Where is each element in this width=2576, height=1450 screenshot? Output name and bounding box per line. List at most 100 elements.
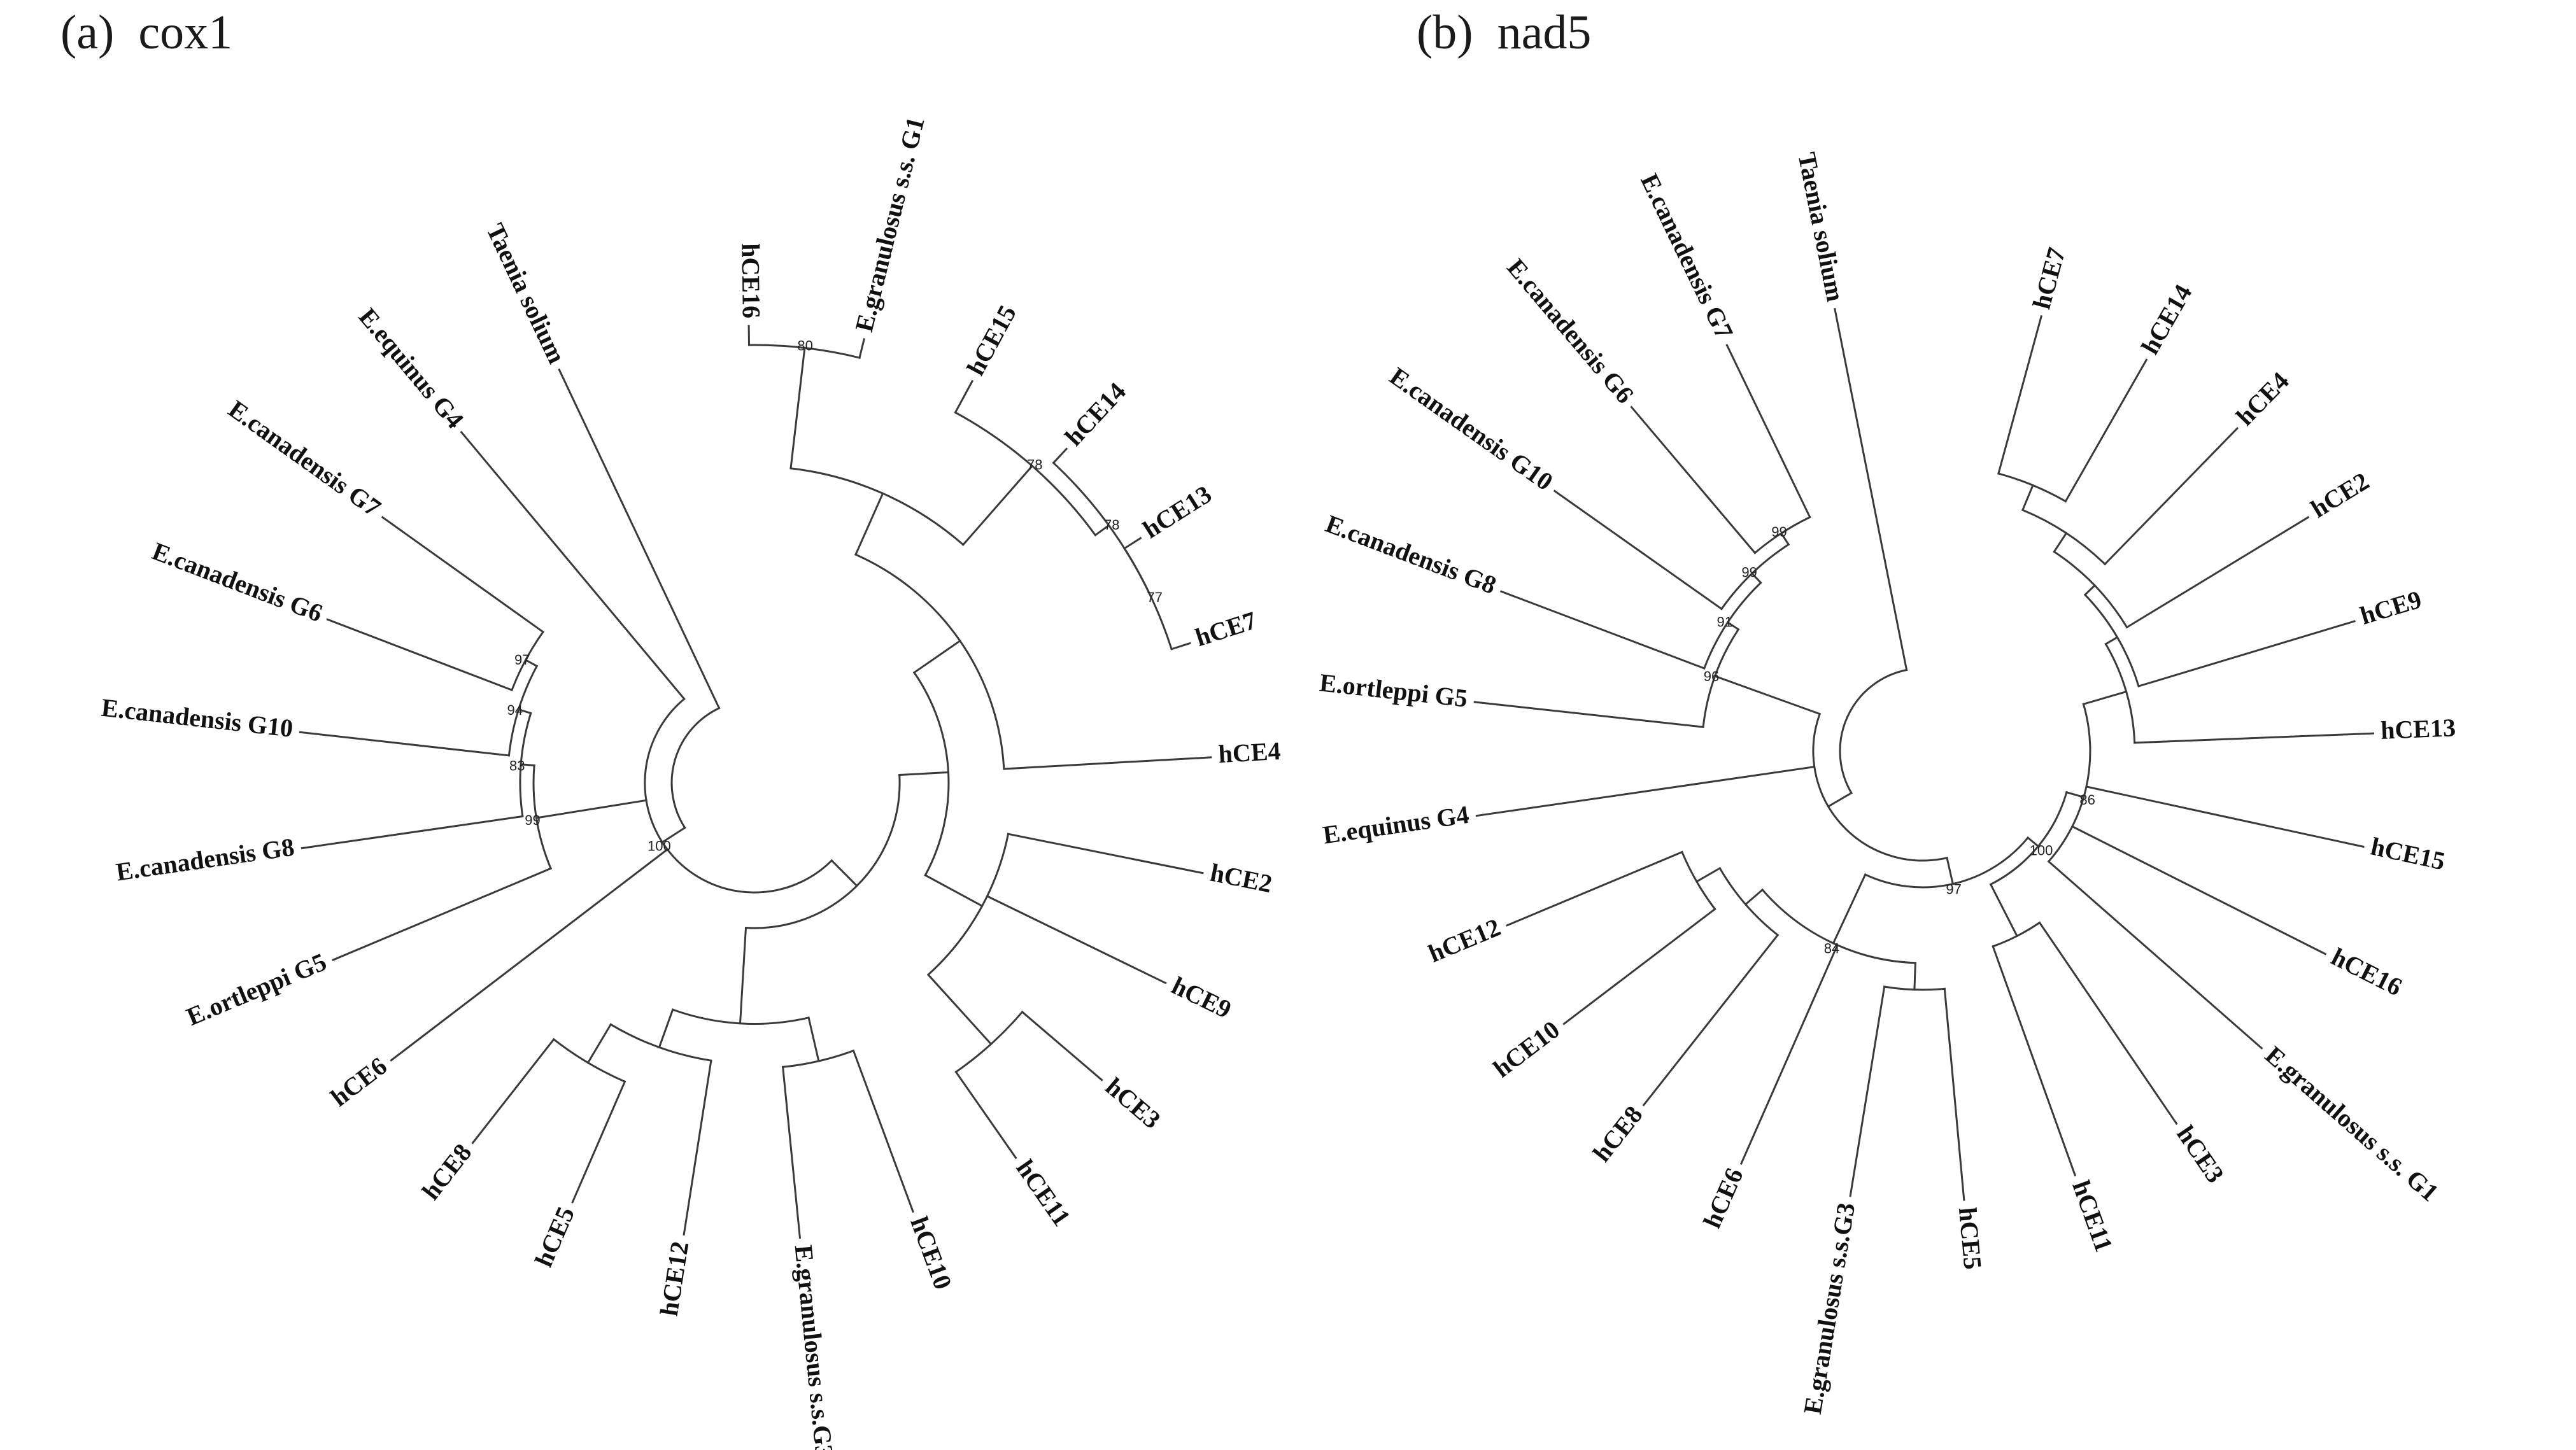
tree-branch-arc: [781, 1049, 855, 1068]
tree-branch: [926, 973, 993, 1046]
tree-branch: [381, 516, 545, 633]
bootstrap-value: 78: [1104, 517, 1119, 533]
leaf-label: E.canadensis G8: [114, 833, 296, 887]
tree-branch: [1744, 888, 1764, 906]
tree-branch: [1943, 987, 1965, 1201]
tree-branch: [2021, 484, 2034, 512]
leaf-label: hCE10: [905, 1213, 958, 1293]
leaf-label: E.equinus G4: [353, 302, 470, 433]
leaf-label: E.canadensis G7: [223, 395, 386, 523]
tree-branch: [471, 1038, 555, 1144]
tree-branch-arc: [519, 712, 532, 818]
leaf-label: hCE10: [1488, 1015, 1565, 1083]
tree-branch-arc: [671, 1008, 810, 1025]
tree-branch-arc: [954, 1010, 1024, 1074]
tree-branch-arc: [1992, 921, 2041, 948]
leaf-label: E.canadensis G6: [148, 537, 327, 628]
tree-branch: [571, 1080, 626, 1204]
tree-branch: [2038, 921, 2178, 1125]
leaf-label: E.canadensis G10: [1385, 362, 1559, 496]
leaf-label: E.ortleppi G5: [1318, 668, 1469, 713]
tree-branch: [1630, 405, 1757, 554]
tree-branch: [2070, 825, 2327, 955]
tree-branch: [586, 1023, 612, 1064]
bootstrap-value: 94: [507, 702, 523, 718]
tree-branch-arc: [1989, 791, 2068, 886]
tree-branch: [2082, 690, 2128, 706]
tree-branch: [1827, 791, 1853, 808]
tree-branch: [986, 894, 1167, 985]
tree-branch: [1834, 307, 1908, 672]
bootstrap-value: 86: [2079, 792, 2095, 808]
tree-branch-arc: [912, 671, 950, 877]
tree-branch: [954, 379, 974, 414]
tree-nad5: 86100849799999196hCE7hCE14hCE4hCE2hCE9hC…: [1318, 150, 2456, 1416]
tree-branch: [954, 1071, 1017, 1160]
tree-branch: [789, 346, 806, 470]
bootstrap-value: 100: [648, 838, 671, 854]
tree-branch-arc: [1123, 547, 1173, 651]
tree-branch-arc: [1680, 850, 1716, 911]
bootstrap-value: 91: [1716, 614, 1732, 630]
leaf-label: hCE11: [1010, 1155, 1076, 1232]
tree-branch: [535, 799, 648, 819]
bootstrap-value: 80: [797, 338, 812, 354]
tree-branch-arc: [1753, 516, 1811, 554]
tree-branch: [830, 859, 858, 887]
leaf-label: hCE2: [2306, 467, 2374, 523]
tree-branch-arc: [2021, 509, 2107, 566]
bootstrap-value: 77: [1147, 589, 1162, 605]
tree-branch-arc: [2083, 593, 2140, 687]
leaf-label: hCE9: [2357, 585, 2425, 630]
tree-branch-arc: [1720, 543, 1790, 610]
bootstrap-value: 100: [2030, 842, 2053, 858]
leaf-label: hCE6: [1697, 1164, 1749, 1232]
tree-branch: [2134, 732, 2375, 744]
tree-branch: [2083, 584, 2097, 596]
leaf-label: hCE4: [2230, 367, 2294, 431]
tree-branch: [390, 848, 669, 1062]
tree-branch-arc: [1883, 985, 1946, 991]
leaf-label: E.canadensis G7: [1635, 169, 1739, 344]
tree-branch: [2103, 426, 2239, 566]
tree-branch: [1506, 850, 1683, 927]
tree-branch: [1750, 572, 1762, 584]
bootstrap-value: 97: [514, 652, 530, 668]
tree-branch-arc: [644, 697, 833, 894]
leaf-label: hCE2: [1208, 858, 1275, 898]
tree-branch: [1473, 701, 1704, 728]
tree-branch: [1021, 1010, 1103, 1081]
tree-branch-arc: [926, 833, 1010, 976]
tree-branch: [739, 927, 747, 1025]
tree-branch: [1992, 945, 2077, 1177]
tree-branch-arc: [511, 630, 545, 692]
bootstrap-value: 84: [1824, 940, 1839, 956]
tree-branch: [1989, 883, 2019, 938]
tree-branch: [301, 815, 524, 850]
tree-branch: [2065, 791, 2085, 799]
tree-branch: [898, 771, 950, 777]
leaf-label: hCE5: [1953, 1206, 1988, 1271]
bootstrap-value: 78: [1027, 457, 1042, 473]
tree-branch: [460, 430, 686, 701]
leaf-label: E.ortleppi G5: [182, 947, 330, 1031]
leaf-label: hCE12: [655, 1239, 695, 1318]
leaf-label: hCE15: [961, 300, 1022, 380]
tree-branch: [1094, 524, 1110, 537]
leaf-label: E.granulosus s.s.G3: [789, 1244, 839, 1450]
leaf-label: E.canadensis G8: [1322, 509, 1500, 600]
tree-branch-arc: [789, 467, 965, 546]
tree-branch: [2047, 860, 2263, 1050]
tree-branch: [1726, 621, 1740, 631]
tree-branch: [517, 708, 532, 715]
bootstrap-value: 99: [1741, 565, 1757, 581]
bootstrap-value: 97: [1946, 882, 1961, 897]
tree-branch: [2026, 836, 2040, 848]
leaf-label: hCE5: [529, 1202, 580, 1271]
leaf-label: hCE12: [1424, 913, 1504, 968]
tree-branch: [326, 618, 513, 692]
leaf-label: hCE7: [1192, 605, 1260, 652]
tree-branch: [2137, 620, 2356, 687]
tree-branch: [683, 1059, 712, 1236]
